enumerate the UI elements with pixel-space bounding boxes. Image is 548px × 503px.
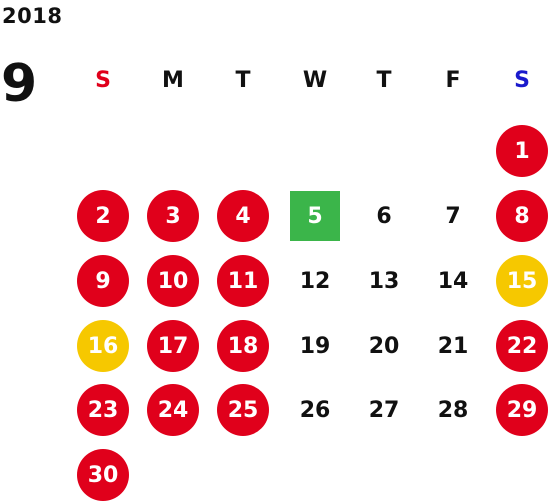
calendar-day-19[interactable]: 19 [299,333,331,359]
calendar-day-4[interactable]: 4 [217,190,269,242]
calendar-day-27[interactable]: 27 [368,397,400,423]
calendar-day-13[interactable]: 13 [368,268,400,294]
calendar-day-7[interactable]: 7 [445,203,461,229]
calendar-day-20[interactable]: 20 [368,333,400,359]
calendar-day-26[interactable]: 26 [299,397,331,423]
calendar-day-16[interactable]: 16 [77,320,129,372]
calendar-day-9[interactable]: 9 [77,255,129,307]
calendar-day-12[interactable]: 12 [299,268,331,294]
weekday-header-sun: S [95,68,111,93]
calendar-day-21[interactable]: 21 [437,333,469,359]
calendar-day-15[interactable]: 15 [496,255,548,307]
calendar-day-2[interactable]: 2 [77,190,129,242]
calendar-day-17[interactable]: 17 [147,320,199,372]
weekday-header-wed: W [302,68,328,93]
calendar-day-14[interactable]: 14 [437,268,469,294]
calendar-day-29[interactable]: 29 [496,384,548,436]
weekday-header-mon: M [162,68,184,93]
calendar-day-28[interactable]: 28 [437,397,469,423]
calendar-day-18[interactable]: 18 [217,320,269,372]
weekday-header-tue: T [235,68,251,93]
calendar-day-1[interactable]: 1 [496,125,548,177]
calendar-day-6[interactable]: 6 [376,203,392,229]
year-label: 2018 [2,4,63,28]
weekday-header-sat: S [514,68,530,93]
calendar-day-11[interactable]: 11 [217,255,269,307]
weekday-header-fri: F [445,68,461,93]
calendar-day-22[interactable]: 22 [496,320,548,372]
calendar-day-30[interactable]: 30 [77,449,129,501]
calendar-day-5[interactable]: 5 [290,191,340,241]
month-number: 9 [1,54,38,114]
calendar-day-8[interactable]: 8 [496,190,548,242]
calendar-day-10[interactable]: 10 [147,255,199,307]
calendar-day-24[interactable]: 24 [147,384,199,436]
weekday-header-thu: T [376,68,392,93]
calendar-day-25[interactable]: 25 [217,384,269,436]
calendar-day-23[interactable]: 23 [77,384,129,436]
calendar-day-3[interactable]: 3 [147,190,199,242]
